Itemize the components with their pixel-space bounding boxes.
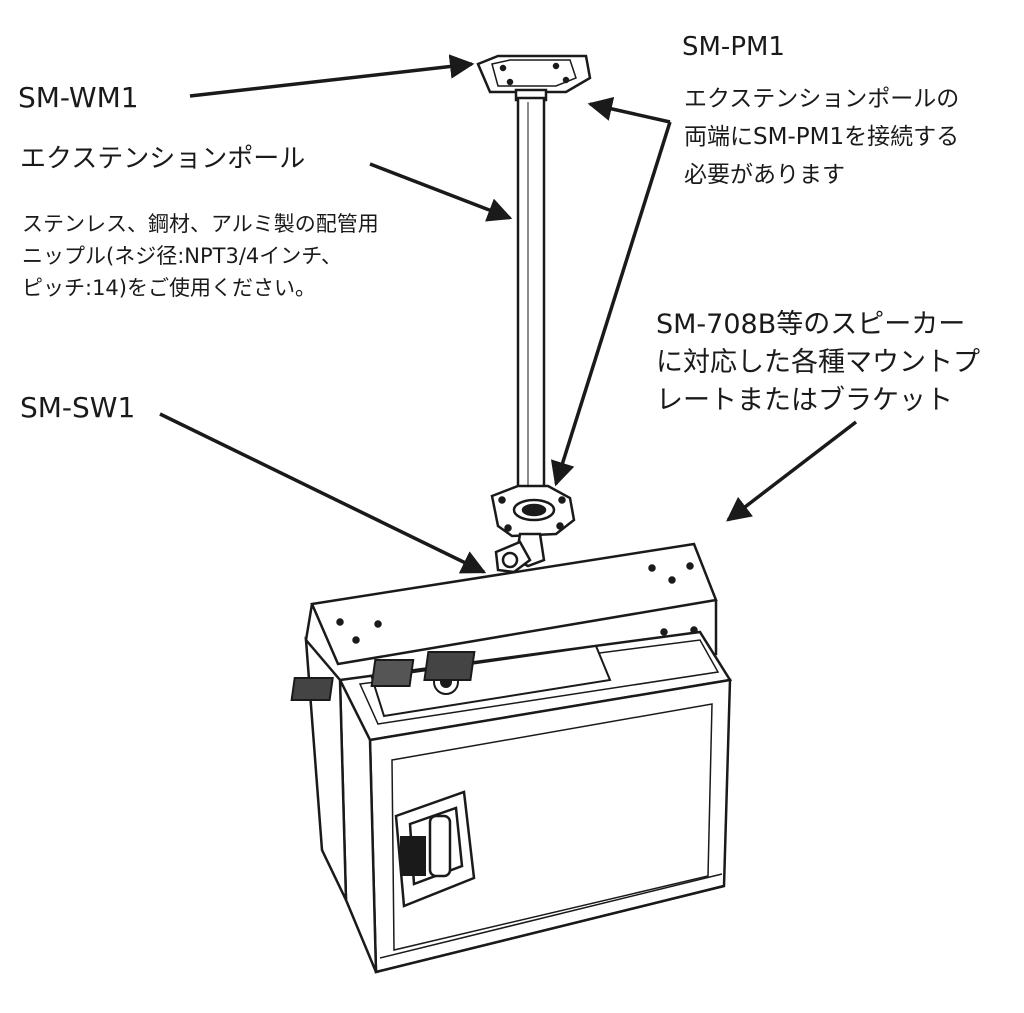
pole-mount-note-line: 両端にSM-PM1を接続する [684, 124, 960, 150]
wall-mount-plate [476, 54, 592, 102]
pole-mount-note: エクステンションポールの 両端にSM-PM1を接続する 必要があります [684, 80, 959, 194]
bracket-note-line: レートまたはブラケット [656, 385, 953, 416]
label-swivel: SM-SW1 [20, 391, 136, 424]
cabinet-handle [394, 790, 476, 908]
leader-arrows [159, 54, 858, 574]
arrow-pole-mount-bottom [550, 121, 672, 487]
pole-mount-note-line: エクステンションポールの [684, 86, 960, 112]
arrow-swivel [159, 412, 487, 574]
speaker-cabinet [304, 630, 733, 974]
pole-note-line: ニップル(ネジ径:NPT3/4インチ、 [22, 244, 343, 268]
pole-mount-plate [490, 484, 576, 538]
mounting-bracket [304, 542, 718, 666]
extension-pole [516, 96, 546, 492]
pole-note-line: ピッチ:14)をご使用ください。 [22, 276, 316, 300]
bracket-note-line: SM-708B等のスピーカー [656, 309, 966, 340]
arrow-wall-mount [189, 54, 475, 98]
bracket-note-line: に対応した各種マウントプ [656, 347, 980, 378]
connector-panel [290, 644, 612, 718]
pole-note-line: ステンレス、鋼材、アルミ製の配管用 [22, 212, 379, 236]
label-pole-mount: SM-PM1 [682, 32, 785, 62]
bracket-note: SM-708B等のスピーカー に対応した各種マウントプ レートまたはブラケット [656, 306, 980, 420]
label-wall-mount: SM-WM1 [18, 81, 139, 114]
arrow-extension-pole [369, 162, 513, 222]
label-extension-pole: エクステンションポール [20, 144, 306, 174]
arrow-bracket [726, 420, 858, 522]
pole-note: ステンレス、鋼材、アルミ製の配管用 ニップル(ネジ径:NPT3/4インチ、 ピッ… [22, 208, 379, 304]
arrow-pole-mount-top [587, 96, 671, 124]
pole-mount-note-line: 必要があります [684, 162, 845, 188]
